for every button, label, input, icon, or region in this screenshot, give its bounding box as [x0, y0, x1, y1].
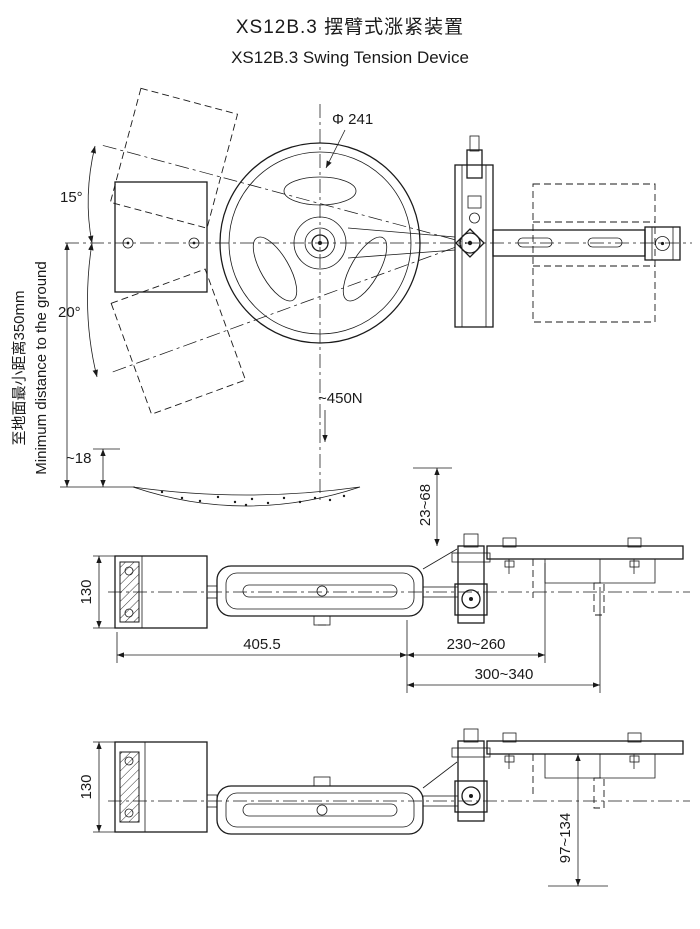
swing-angle-dimensions: 15° 20° — [58, 145, 98, 378]
bracket-reach-label: 230~260 — [447, 636, 506, 653]
counterweight-block — [114, 181, 208, 293]
tension-wheel — [219, 142, 421, 344]
wall-mount-block — [114, 741, 208, 833]
min-distance-dimension: 至地面最小距离350mm Minimum distance to the gro… — [11, 243, 70, 487]
horizontal-dimensions: 405.5 230~260 300~340 — [116, 563, 601, 693]
wheel-diameter-label: Φ 241 — [332, 111, 373, 128]
min-distance-zh-label: 至地面最小距离350mm — [11, 290, 28, 445]
hidden-panel — [532, 183, 656, 323]
drop-range-label: 97~134 — [557, 813, 574, 863]
bracket-gap-dimension: 23~68 — [413, 467, 452, 546]
ground-clearance-label: ~18 — [66, 450, 91, 467]
mount-arm — [492, 226, 681, 261]
block-height-dimension-mid: 130 — [78, 555, 120, 629]
ground-clearance-dimension: ~18 — [60, 448, 135, 488]
front-view: 15° 20° Φ 241 ~450N — [11, 87, 692, 507]
pivot-bracket-side — [451, 728, 491, 822]
page-title-zh: XS12B.3 摆臂式涨紧装置 — [235, 17, 465, 38]
block-height-label-mid: 130 — [78, 579, 95, 604]
swing-position-down — [110, 242, 468, 415]
wheel-diameter-dimension: Φ 241 — [325, 111, 373, 169]
bracket-gap-label: 23~68 — [417, 484, 434, 526]
pivot-bracket-side — [451, 533, 491, 624]
block-height-dimension-bottom: 130 — [78, 741, 120, 833]
swing-position-up — [102, 87, 468, 244]
pivot-bracket — [454, 135, 494, 328]
page-title-en: XS12B.3 Swing Tension Device — [231, 48, 469, 67]
title-block: XS12B.3 摆臂式涨紧装置 XS12B.3 Swing Tension De… — [0, 12, 700, 68]
wall-mount-block — [114, 555, 208, 629]
mount-plate — [486, 732, 684, 809]
mount-plate — [486, 537, 684, 616]
side-view-lowered: 130 97~134 — [78, 728, 690, 887]
tension-force-label: ~450N — [318, 390, 363, 407]
ground-surface — [132, 486, 361, 507]
swing-angle-up-label: 15° — [60, 189, 83, 206]
swing-angle-down-label: 20° — [58, 304, 81, 321]
drop-range-dimension: 97~134 — [548, 754, 608, 887]
block-height-label-bottom: 130 — [78, 774, 95, 799]
arm-length-label: 405.5 — [243, 636, 281, 653]
tension-force-annotation: ~450N — [318, 390, 363, 442]
telescopic-rail — [206, 548, 459, 626]
min-distance-en-label: Minimum distance to the ground — [33, 261, 50, 474]
side-view-raised: 23~68 130 405.5 230~260 300~340 — [78, 467, 690, 693]
overall-reach-label: 300~340 — [475, 666, 534, 683]
swing-arm — [347, 227, 456, 259]
telescopic-rail — [206, 761, 459, 835]
